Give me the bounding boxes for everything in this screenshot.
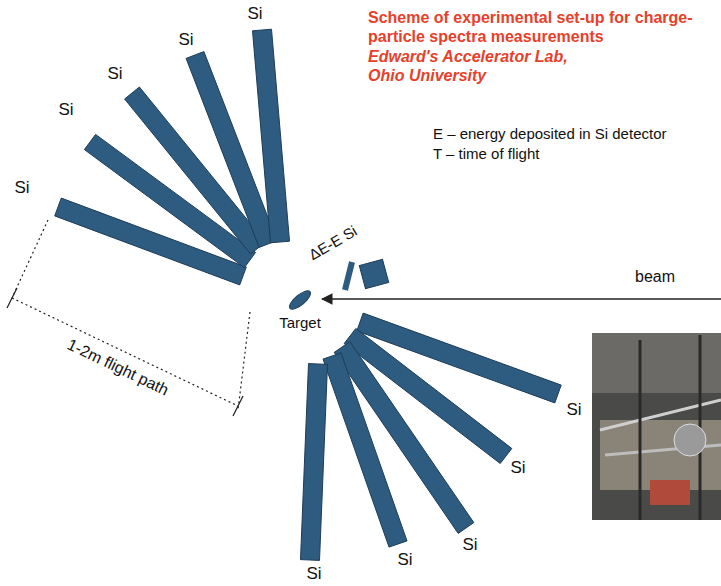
si-detector: [323, 353, 407, 547]
dimension-label: 1-2m flight path: [64, 335, 172, 400]
detector-label: Si: [247, 4, 262, 24]
legend-note: E – energy deposited in Si detector: [433, 125, 666, 143]
target-foil: [287, 288, 313, 312]
diagram-title: Scheme of experimental set-up for charge…: [368, 8, 718, 46]
detector-label: Si: [510, 458, 525, 478]
delta-e-detector: [345, 262, 352, 290]
detector-label: Si: [107, 64, 122, 84]
target-label: Target: [279, 314, 321, 332]
detector-label: Si: [566, 400, 581, 420]
detector-label: Si: [462, 535, 477, 555]
detector-label: Si: [58, 100, 73, 120]
legend-note: T – time of flight: [433, 145, 539, 163]
si-detectors: [55, 29, 562, 560]
detector-label: ΔE-E Si: [306, 222, 360, 264]
detector-label: Si: [397, 550, 412, 570]
detector-label: Si: [14, 178, 29, 198]
detector-label: Si: [178, 30, 193, 50]
lab-name: Edward's Accelerator Lab, Ohio Universit…: [368, 47, 608, 85]
detector-label: Si: [306, 564, 321, 584]
e-detector: [359, 259, 388, 288]
si-detector: [301, 364, 328, 561]
flight-path-dimension: [12, 220, 250, 410]
dimension-ticks: [7, 288, 243, 416]
beam-label: beam: [635, 267, 675, 286]
lab-photo: [592, 333, 721, 520]
beam-arrow: [322, 298, 721, 299]
si-detector: [253, 29, 290, 243]
